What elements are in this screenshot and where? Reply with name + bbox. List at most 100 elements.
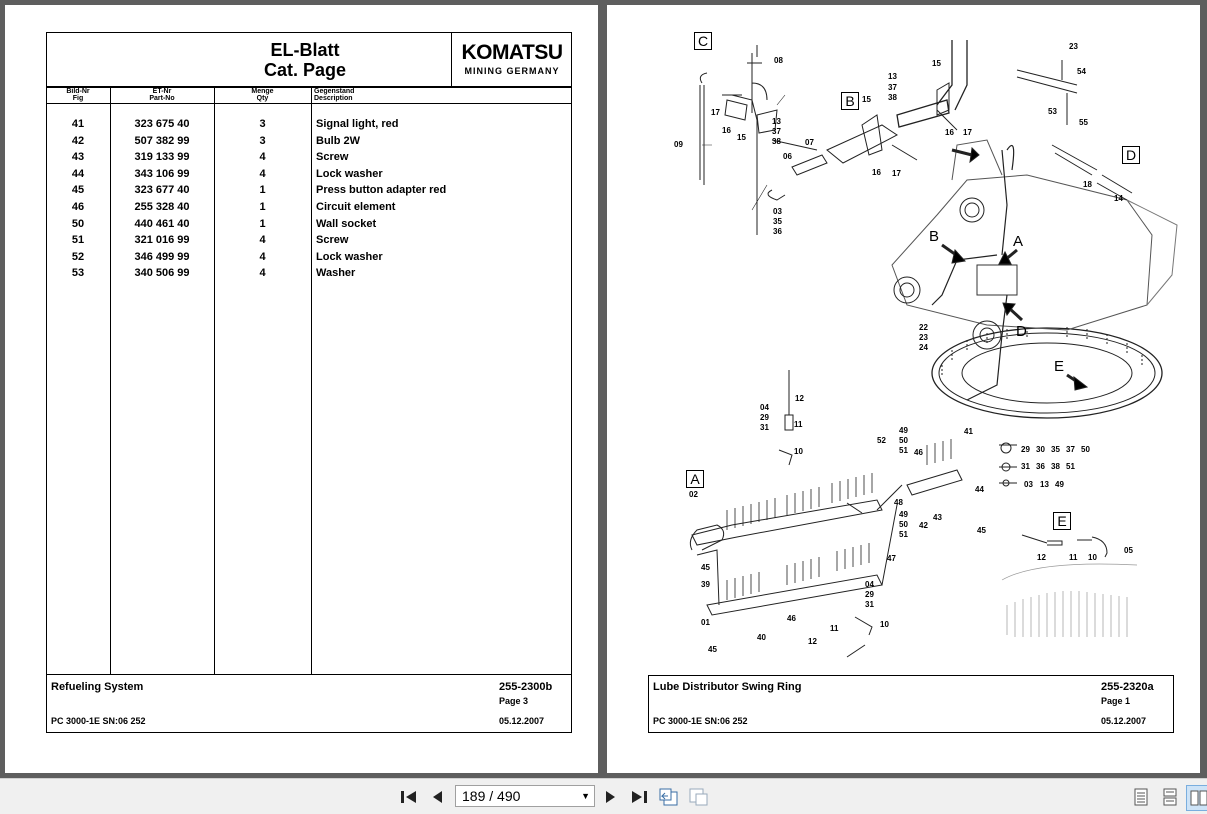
callout-label: 05 [1124, 546, 1133, 555]
part-number-cell: 323 677 40 [134, 184, 190, 197]
callout-label: 37 [772, 127, 781, 136]
detail-label-a: A [686, 470, 704, 488]
callout-label: 45 [977, 526, 986, 535]
fig-cell: 45 [71, 184, 85, 197]
callout-label: 39 [701, 580, 710, 589]
callout-label: 15 [737, 133, 746, 142]
callout-label: 29 [865, 590, 874, 599]
callout-label: 04 [760, 403, 769, 412]
callout-label: 12 [1037, 553, 1046, 562]
col-divider [311, 87, 312, 675]
chevron-down-icon: ▼ [581, 791, 590, 801]
qty-cell: 4 [259, 167, 266, 180]
callout-label: 52 [877, 436, 886, 445]
two-page-view-button[interactable] [1186, 785, 1207, 811]
footer-title: Refueling System [51, 681, 144, 693]
callout-label: 50 [899, 520, 908, 529]
table-header-rule [46, 103, 572, 104]
callout-label: 38 [888, 93, 897, 102]
description-cell: Wall socket [316, 217, 377, 230]
footer-page: Page 1 [1101, 696, 1131, 706]
go-forward-button[interactable] [688, 787, 710, 807]
fig-cell: 41 [71, 118, 85, 130]
description-cell: Screw [316, 234, 349, 247]
callout-label: 01 [701, 618, 710, 627]
callout-label: 10 [794, 447, 803, 456]
description-cell: Bulb 2W [316, 134, 360, 147]
single-page-view-button[interactable] [1129, 785, 1153, 809]
prev-page-button[interactable] [426, 787, 448, 807]
callout-label: 11 [830, 624, 839, 633]
callout-label: 43 [933, 513, 942, 522]
callout-label: 41 [964, 427, 973, 436]
qty-cell: 4 [259, 151, 266, 164]
part-number-cell: 321 016 99 [134, 234, 190, 247]
callout-label: 17 [892, 169, 901, 178]
footer-code: 255-2320a [1101, 681, 1154, 693]
fig-cell: 50 [71, 217, 85, 230]
callout-label: 03 [773, 207, 782, 216]
callout-label: 11 [794, 420, 803, 429]
prev-page-icon [433, 791, 442, 803]
page-selector[interactable]: 189 / 490 ▼ [455, 785, 595, 807]
description-cell: Signal light, red [316, 118, 399, 130]
detail-label-e: E [1053, 512, 1071, 530]
callout-label: 38 [772, 137, 781, 146]
last-page-button[interactable] [628, 787, 650, 807]
callout-label: 12 [795, 394, 804, 403]
callout-label: 17 [711, 108, 720, 117]
single-page-icon [1134, 788, 1148, 806]
footer-model: PC 3000-1E SN:06 252 [51, 716, 146, 726]
description-cell: Lock washer [316, 167, 383, 180]
col-divider [110, 87, 111, 675]
qty-cell: 1 [259, 201, 266, 213]
next-page-button[interactable] [600, 787, 622, 807]
callout-label: 11 [1069, 553, 1078, 562]
footer-date: 05.12.2007 [499, 716, 545, 726]
callout-label: 36 [1036, 462, 1045, 471]
callout-label: 16 [872, 168, 881, 177]
callout-label: 49 [899, 426, 908, 435]
fig-cell: 42 [71, 134, 85, 147]
detail-label-d: D [1122, 146, 1140, 164]
detail-label-b: B [841, 92, 859, 110]
fig-cell: 53 [71, 267, 85, 280]
callout-label: 14 [1114, 194, 1123, 203]
callout-label: 38 [1051, 462, 1060, 471]
callout-label: 50 [1081, 445, 1090, 454]
qty-cell: 3 [259, 134, 266, 147]
callout-label: 09 [674, 140, 683, 149]
description-cell: Screw [316, 151, 349, 164]
callout-label: 50 [899, 436, 908, 445]
last-page-icon [632, 791, 647, 803]
viewer-toolbar: 189 / 490 ▼ [0, 778, 1207, 814]
callout-label: 29 [1021, 445, 1030, 454]
part-number-cell: 255 328 40 [134, 201, 190, 213]
qty-cell: 1 [259, 184, 266, 197]
go-back-button[interactable] [658, 787, 680, 807]
callout-label: 31 [760, 423, 769, 432]
first-page-button[interactable] [398, 787, 420, 807]
footer-date: 05.12.2007 [1101, 716, 1147, 726]
callout-label: 47 [887, 554, 896, 563]
continuous-view-button[interactable] [1158, 785, 1182, 809]
callout-label: 51 [899, 530, 908, 539]
callout-label: 42 [919, 521, 928, 530]
qty-cell: 4 [259, 267, 266, 280]
parts-table [46, 87, 572, 675]
qty-cell: 4 [259, 234, 266, 247]
callout-label: 40 [757, 633, 766, 642]
description-cell: Press button adapter red [316, 184, 447, 197]
callout-label: 16 [722, 126, 731, 135]
continuous-page-icon [1163, 788, 1177, 806]
callout-label: 16 [945, 128, 954, 137]
